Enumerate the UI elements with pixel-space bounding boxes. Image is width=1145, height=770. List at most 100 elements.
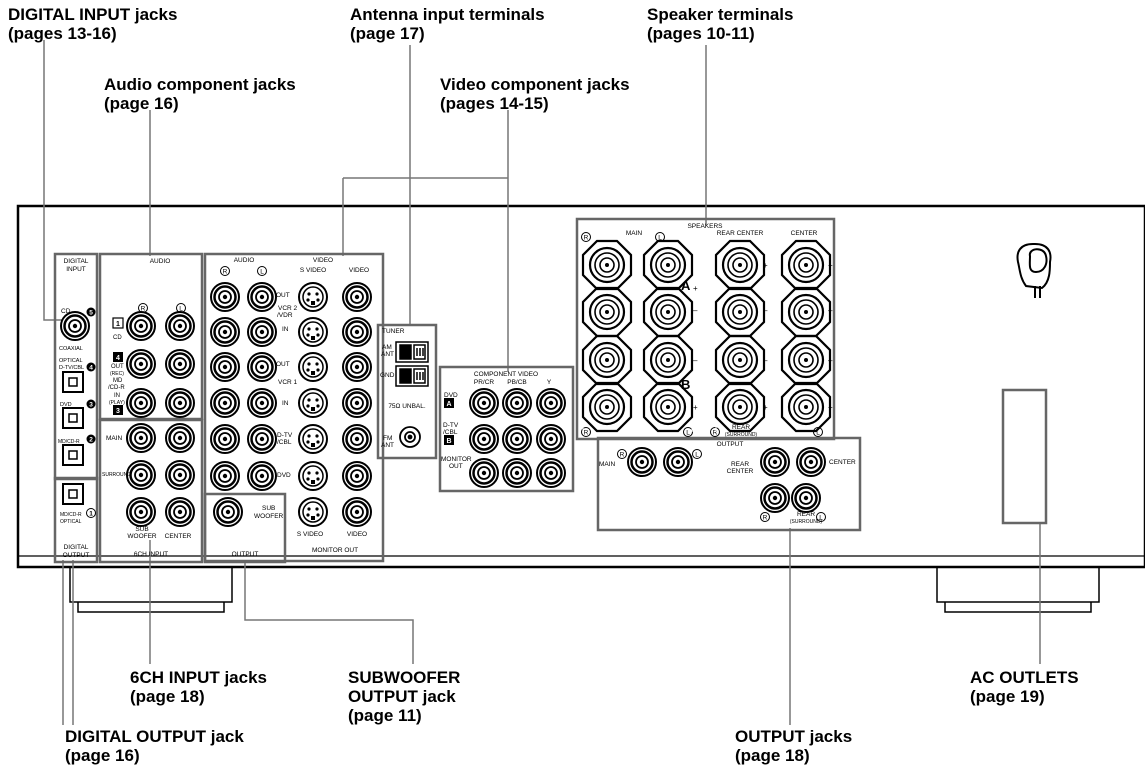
component-dtv-y-jack[interactable] (536, 424, 566, 454)
speaker-rear-center-b-plus-terminal[interactable] (714, 381, 766, 433)
speaker-main-l-b-minus-terminal[interactable] (642, 334, 694, 386)
video-svideo-header: S VIDEO (300, 267, 326, 274)
speaker-center-b-minus-terminal[interactable] (780, 334, 832, 386)
gnd-terminal[interactable] (395, 365, 429, 387)
tuner-gnd: GND (380, 372, 395, 379)
digital-input-coaxial: COAXIAL (59, 346, 83, 352)
dtv-audio-r-jack[interactable] (210, 424, 240, 454)
video-in-1: IN (282, 326, 289, 333)
output-center-jack[interactable] (796, 447, 826, 477)
vcr1-out-video-jack[interactable] (342, 352, 372, 382)
vcr1-in-audio-l-jack[interactable] (247, 388, 277, 418)
speaker-rear-center-a-plus-terminal[interactable] (714, 239, 766, 291)
subwoofer-output-jack[interactable] (213, 497, 243, 527)
dvd-audio-r-jack[interactable] (210, 461, 240, 491)
dtv-svideo-jack[interactable] (298, 424, 328, 454)
audio-cd-l-jack[interactable] (165, 311, 195, 341)
output-rear-r-jack[interactable] (760, 483, 790, 513)
speaker-main-l-a-minus-terminal[interactable] (642, 286, 694, 338)
callout-subwoofer: SUBWOOFER OUTPUT jack (page 11) (348, 668, 460, 725)
video-vcr1: VCR 1 (278, 379, 298, 386)
audio-in-l-jack[interactable] (165, 388, 195, 418)
output-main-r-jack[interactable] (627, 447, 657, 477)
speaker-rear-center-b-minus-terminal[interactable] (714, 334, 766, 386)
speakers-title: SPEAKERS (687, 223, 723, 230)
vcr2-in-audio-l-jack[interactable] (247, 317, 277, 347)
dvd-svideo-jack[interactable] (298, 461, 328, 491)
sixch-subwoofer-jack[interactable] (126, 497, 156, 527)
fm-antenna-jack[interactable] (399, 426, 421, 448)
callout-digital-input-page: (pages 13-16) (8, 24, 117, 43)
speaker-main-l-b-plus-terminal[interactable] (642, 381, 694, 433)
callout-6ch-input: 6CH INPUT jacks (page 18) (130, 668, 267, 706)
component-dvd-y-jack[interactable] (536, 388, 566, 418)
dvd-video-jack[interactable] (342, 461, 372, 491)
sixch-main-r-jack[interactable] (126, 423, 156, 453)
vcr1-in-audio-r-jack[interactable] (210, 388, 240, 418)
speaker-center-a-minus-terminal[interactable] (780, 286, 832, 338)
speaker-main-r-a-minus-terminal[interactable] (581, 286, 633, 338)
vcr1-in-svideo-jack[interactable] (298, 388, 328, 418)
speaker-main-r-b-plus-terminal[interactable] (581, 381, 633, 433)
component-dtv-pr-jack[interactable] (469, 424, 499, 454)
audio-number-3: 3 (116, 408, 120, 415)
speaker-rear-center-a-minus-terminal[interactable] (714, 286, 766, 338)
vcr1-out-svideo-jack[interactable] (298, 352, 328, 382)
digital-input-number-5-badge: 5 (86, 307, 96, 317)
optical-mdcdr-output-jack[interactable] (62, 483, 84, 505)
sixch-surround-l-jack[interactable] (165, 460, 195, 490)
sixch-main: MAIN (106, 435, 123, 442)
audio-out-r-jack[interactable] (126, 349, 156, 379)
speaker-center-a-plus-terminal[interactable] (780, 239, 832, 291)
output-rear-center-jack[interactable] (760, 447, 790, 477)
speakers-r-rear: R (713, 430, 718, 437)
digital-coaxial-jack[interactable] (60, 311, 90, 341)
foot-right (936, 567, 1100, 613)
vcr1-out-audio-r-jack[interactable] (210, 352, 240, 382)
component-monitor-pr-jack[interactable] (469, 458, 499, 488)
dvd-audio-l-jack[interactable] (247, 461, 277, 491)
vcr1-in-video-jack[interactable] (342, 388, 372, 418)
audio-cd-r-jack[interactable] (126, 311, 156, 341)
vcr2-out-svideo-jack[interactable] (298, 282, 328, 312)
optical-dvd-jack[interactable] (62, 407, 84, 429)
sixch-surround-r-jack[interactable] (126, 460, 156, 490)
digital-input-optical: OPTICAL (59, 358, 83, 364)
dtv-audio-l-jack[interactable] (247, 424, 277, 454)
vcr2-out-video-jack[interactable] (342, 282, 372, 312)
sixch-center-jack[interactable] (165, 497, 195, 527)
component-dvd-pr-jack[interactable] (469, 388, 499, 418)
vcr2-out-audio-l-jack[interactable] (247, 282, 277, 312)
speakers-l-bottom-marker: L (683, 427, 693, 437)
component-dvd-pb-jack[interactable] (502, 388, 532, 418)
vcr1-out-audio-l-jack[interactable] (247, 352, 277, 382)
am-terminal[interactable] (395, 341, 429, 363)
vcr2-in-video-jack[interactable] (342, 317, 372, 347)
digital-input-number-2: 2 (89, 437, 93, 444)
monitor-out-svideo-jack[interactable] (298, 497, 328, 527)
optical-mdcdr-input-jack[interactable] (62, 444, 84, 466)
speaker-main-r-b-minus-terminal[interactable] (581, 334, 633, 386)
dtv-video-jack[interactable] (342, 424, 372, 454)
audio-out-l-jack[interactable] (165, 349, 195, 379)
component-dtv-pb-jack[interactable] (502, 424, 532, 454)
optical-dtv-jack[interactable] (62, 371, 84, 393)
output-main-l-jack[interactable] (663, 447, 693, 477)
output-r-marker: R (617, 449, 627, 459)
speaker-main-r-a-plus-terminal[interactable] (581, 239, 633, 291)
component-monitor-y-jack[interactable] (536, 458, 566, 488)
vcr2-in-audio-r-jack[interactable] (210, 317, 240, 347)
polarity-minus-1: – (693, 306, 698, 315)
audio-in-r-jack[interactable] (126, 388, 156, 418)
component-monitor-pb-jack[interactable] (502, 458, 532, 488)
monitor-out-video-jack[interactable] (342, 497, 372, 527)
output-rear-l-jack[interactable] (791, 483, 821, 513)
component-pr: PR/CR (474, 379, 495, 386)
vcr2-out-audio-r-jack[interactable] (210, 282, 240, 312)
panel-labels: DIGITAL INPUT CD COAXIAL OPTICAL D-TV/CB… (58, 223, 856, 559)
vcr2-in-svideo-jack[interactable] (298, 317, 328, 347)
video-l: L (260, 269, 264, 276)
sixch-main-l-jack[interactable] (165, 423, 195, 453)
speaker-center-b-plus-terminal[interactable] (780, 381, 832, 433)
speaker-main-l-a-plus-terminal[interactable] (642, 239, 694, 291)
